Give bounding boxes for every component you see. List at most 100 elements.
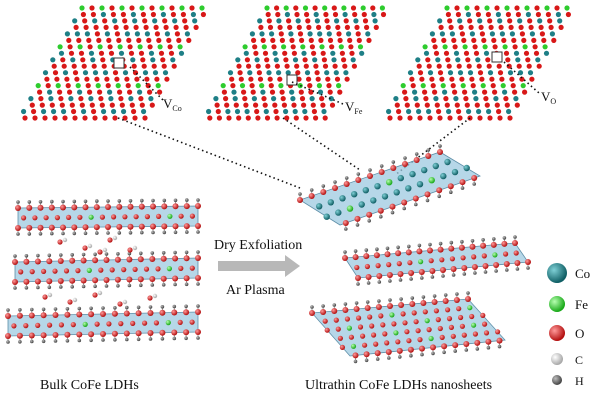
oxygen-atom bbox=[429, 268, 436, 274]
lattice-atom bbox=[58, 50, 65, 56]
lattice-atom bbox=[299, 37, 305, 44]
oxygen-atom bbox=[367, 173, 373, 179]
lattice-atom bbox=[306, 76, 312, 82]
lattice-atom bbox=[90, 57, 96, 63]
oxygen-atom bbox=[331, 308, 338, 314]
metal-atom bbox=[189, 319, 195, 325]
lattice-atom bbox=[322, 63, 329, 69]
lattice-atom bbox=[304, 11, 310, 18]
oxygen-atom bbox=[416, 248, 423, 255]
lattice-atom bbox=[463, 50, 470, 56]
hydrogen-atom bbox=[309, 188, 314, 192]
lattice-atom bbox=[236, 63, 242, 69]
lattice-atom bbox=[465, 11, 471, 18]
oxygen-atom bbox=[374, 350, 381, 357]
lattice-atom bbox=[81, 63, 87, 69]
lattice-atom bbox=[444, 102, 450, 108]
oxygen-atom bbox=[52, 332, 59, 338]
oxygen-atom bbox=[396, 347, 403, 354]
metal-atom bbox=[143, 266, 150, 272]
hydrogen-atom bbox=[343, 250, 347, 254]
oxygen-atom bbox=[57, 258, 64, 264]
hydrogen-atom bbox=[196, 230, 200, 234]
lattice-atom bbox=[38, 96, 44, 102]
lattice-atom bbox=[320, 50, 326, 56]
oxygen-atom bbox=[57, 278, 64, 284]
lattice-atom bbox=[507, 70, 514, 76]
lattice-atom bbox=[133, 24, 139, 30]
hydrogen-atom bbox=[70, 253, 74, 257]
lattice-atom bbox=[387, 115, 393, 121]
hydrogen-atom bbox=[117, 231, 122, 235]
oxygen-atom bbox=[93, 204, 100, 211]
lattice-atom bbox=[346, 31, 352, 37]
hydrogen-atom bbox=[472, 182, 477, 186]
lattice-atom bbox=[124, 31, 130, 37]
lattice-atom bbox=[498, 24, 504, 30]
metal-atom bbox=[405, 185, 412, 192]
lattice-atom bbox=[528, 24, 534, 30]
lattice-atom bbox=[504, 102, 510, 108]
lattice-atom bbox=[502, 44, 508, 50]
lattice-atom bbox=[302, 57, 308, 63]
lattice-atom bbox=[494, 102, 500, 108]
metal-atom bbox=[480, 312, 486, 318]
lattice-atom bbox=[454, 102, 460, 108]
hydrogen-atom bbox=[59, 285, 63, 289]
oxygen-atom bbox=[352, 352, 359, 359]
hydrogen-atom bbox=[455, 292, 459, 296]
lattice-atom bbox=[266, 18, 272, 24]
lattice-atom bbox=[525, 11, 532, 18]
lattice-atom bbox=[331, 57, 337, 63]
lattice-atom bbox=[100, 11, 106, 18]
lattice-atom bbox=[429, 31, 435, 37]
lattice-atom bbox=[154, 76, 160, 82]
hydrogen-atom bbox=[59, 253, 63, 257]
lattice-atom bbox=[160, 57, 166, 63]
lattice-atom bbox=[512, 44, 518, 50]
lattice-atom bbox=[453, 50, 460, 56]
lattice-atom bbox=[432, 44, 438, 50]
interlayer-oxygen bbox=[57, 239, 63, 245]
oxygen-atom bbox=[436, 187, 443, 194]
metal-atom bbox=[346, 325, 352, 331]
lattice-atom bbox=[243, 50, 249, 56]
lattice-atom bbox=[70, 57, 76, 63]
lattice-atom bbox=[355, 31, 361, 37]
lattice-atom bbox=[437, 70, 444, 76]
hydrogen-atom bbox=[398, 355, 402, 359]
lattice-atom bbox=[98, 50, 105, 56]
metal-atom bbox=[354, 264, 360, 271]
oxygen-atom bbox=[195, 223, 201, 229]
hydrogen-atom bbox=[494, 269, 498, 273]
lattice-atom bbox=[176, 37, 182, 44]
lattice-atom bbox=[416, 108, 422, 115]
element-legend: Co Fe O C H bbox=[547, 263, 590, 388]
lattice-atom bbox=[380, 11, 387, 18]
interlayer-carbon bbox=[97, 290, 103, 296]
lattice-atom bbox=[511, 37, 517, 44]
lattice-atom bbox=[448, 24, 454, 30]
lattice-atom bbox=[454, 5, 460, 11]
oxygen-atom bbox=[82, 204, 89, 211]
hydrogen-atom bbox=[151, 198, 155, 203]
oxygen-atom bbox=[412, 195, 419, 202]
lattice-atom bbox=[262, 102, 268, 108]
oxygen-atom bbox=[111, 310, 118, 317]
metal-atom bbox=[337, 335, 343, 341]
lattice-atom bbox=[158, 50, 165, 56]
lattice-atom bbox=[514, 102, 520, 108]
hydrogen-atom bbox=[385, 246, 390, 251]
lattice-atom bbox=[94, 31, 100, 37]
oxygen-atom bbox=[46, 258, 53, 265]
oxygen-atom bbox=[123, 330, 130, 337]
lattice-atom bbox=[477, 18, 483, 24]
lattice-atom bbox=[225, 108, 231, 115]
lattice-atom bbox=[173, 24, 179, 30]
metal-atom bbox=[378, 313, 384, 319]
metal-atom bbox=[458, 314, 464, 321]
oxygen-atom bbox=[60, 204, 66, 211]
lattice-atom bbox=[100, 57, 106, 63]
lattice-atom bbox=[243, 102, 249, 108]
lattice-atom bbox=[453, 96, 459, 102]
